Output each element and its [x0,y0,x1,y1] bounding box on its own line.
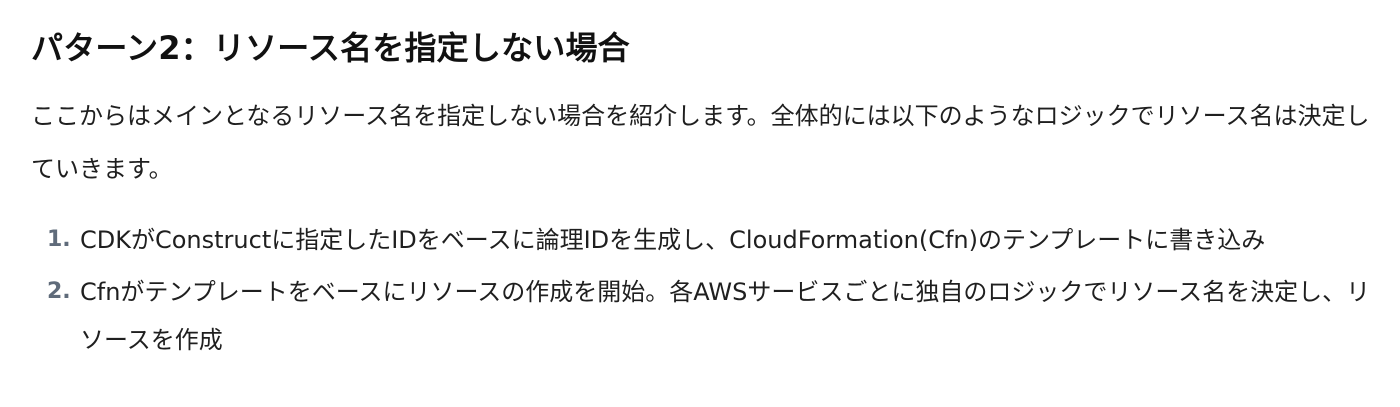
list-item: 2. Cfnがテンプレートをベースにリソースの作成を開始。各AWSサービスごとに… [31,268,1376,364]
section-heading: パターン2：リソース名を指定しない場合 [31,29,630,67]
steps-list: 1. CDKがConstructに指定したIDをベースに論理IDを生成し、Clo… [31,216,1376,364]
list-item: 1. CDKがConstructに指定したIDをベースに論理IDを生成し、Clo… [31,216,1376,264]
list-item-number: 1. [47,227,71,252]
list-item-text: CDKがConstructに指定したIDをベースに論理IDを生成し、CloudF… [80,226,1266,254]
intro-paragraph: ここからはメインとなるリソース名を指定しない場合を紹介します。全体的には以下のよ… [31,102,1370,183]
list-item-number: 2. [47,279,71,304]
list-item-text: Cfnがテンプレートをベースにリソースの作成を開始。各AWSサービスごとに独自の… [80,278,1371,354]
